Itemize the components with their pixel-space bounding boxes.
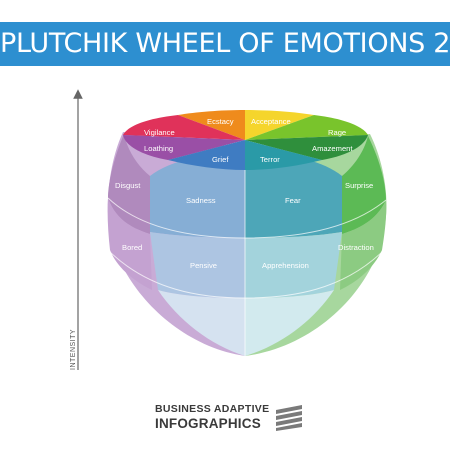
- label-disgust: Disgust: [115, 181, 141, 190]
- vigilance-segment: [123, 115, 245, 140]
- distraction-band: [340, 200, 387, 290]
- inner-bottom-left: [158, 290, 245, 356]
- bored-band: [107, 198, 152, 290]
- label-bored: Bored: [122, 243, 142, 252]
- amazement-segment: [245, 135, 368, 160]
- fear-zone: [245, 152, 342, 238]
- label-apprehension: Apprehension: [262, 261, 309, 270]
- inner-bottom-right: [245, 290, 334, 356]
- label-acceptance: Acceptance: [251, 117, 291, 126]
- brand-footer: BUSINESS ADAPTIVE INFOGRAPHICS: [155, 403, 315, 437]
- ecstacy-segment: [178, 110, 245, 140]
- brand-line-2: INFOGRAPHICS: [155, 416, 261, 431]
- label-loathing: Loathing: [144, 144, 173, 153]
- acceptance-segment: [245, 110, 314, 140]
- brand-line-1: BUSINESS ADAPTIVE: [155, 403, 270, 415]
- rage-segment: [245, 115, 368, 140]
- title-banner: PLUTCHIK WHEEL OF EMOTIONS 2: [0, 22, 450, 66]
- label-pensive: Pensive: [190, 261, 217, 270]
- label-rage: Rage: [328, 128, 346, 137]
- label-surprise: Surprise: [345, 181, 373, 190]
- label-ecstacy: Ecstacy: [207, 117, 234, 126]
- label-sadness: Sadness: [186, 196, 216, 205]
- disgust-band: [108, 134, 150, 234]
- label-grief: Grief: [212, 155, 229, 164]
- sadness-zone: [150, 152, 245, 238]
- grief-segment: [168, 140, 245, 170]
- intensity-axis-label: INTENSITY: [70, 329, 77, 370]
- striped-flag-icon: [276, 405, 302, 431]
- surprise-band: [342, 136, 386, 234]
- loathing-segment: [123, 135, 245, 160]
- pensive-zone: [150, 232, 245, 298]
- page-title: PLUTCHIK WHEEL OF EMOTIONS 2: [0, 28, 450, 59]
- label-amazement: Amazement: [312, 144, 353, 153]
- terror-segment: [245, 140, 322, 170]
- apprehension-zone: [245, 232, 342, 298]
- label-distraction: Distraction: [338, 243, 374, 252]
- label-vigilance: Vigilance: [144, 128, 175, 137]
- label-fear: Fear: [285, 196, 301, 205]
- label-terror: Terror: [260, 155, 280, 164]
